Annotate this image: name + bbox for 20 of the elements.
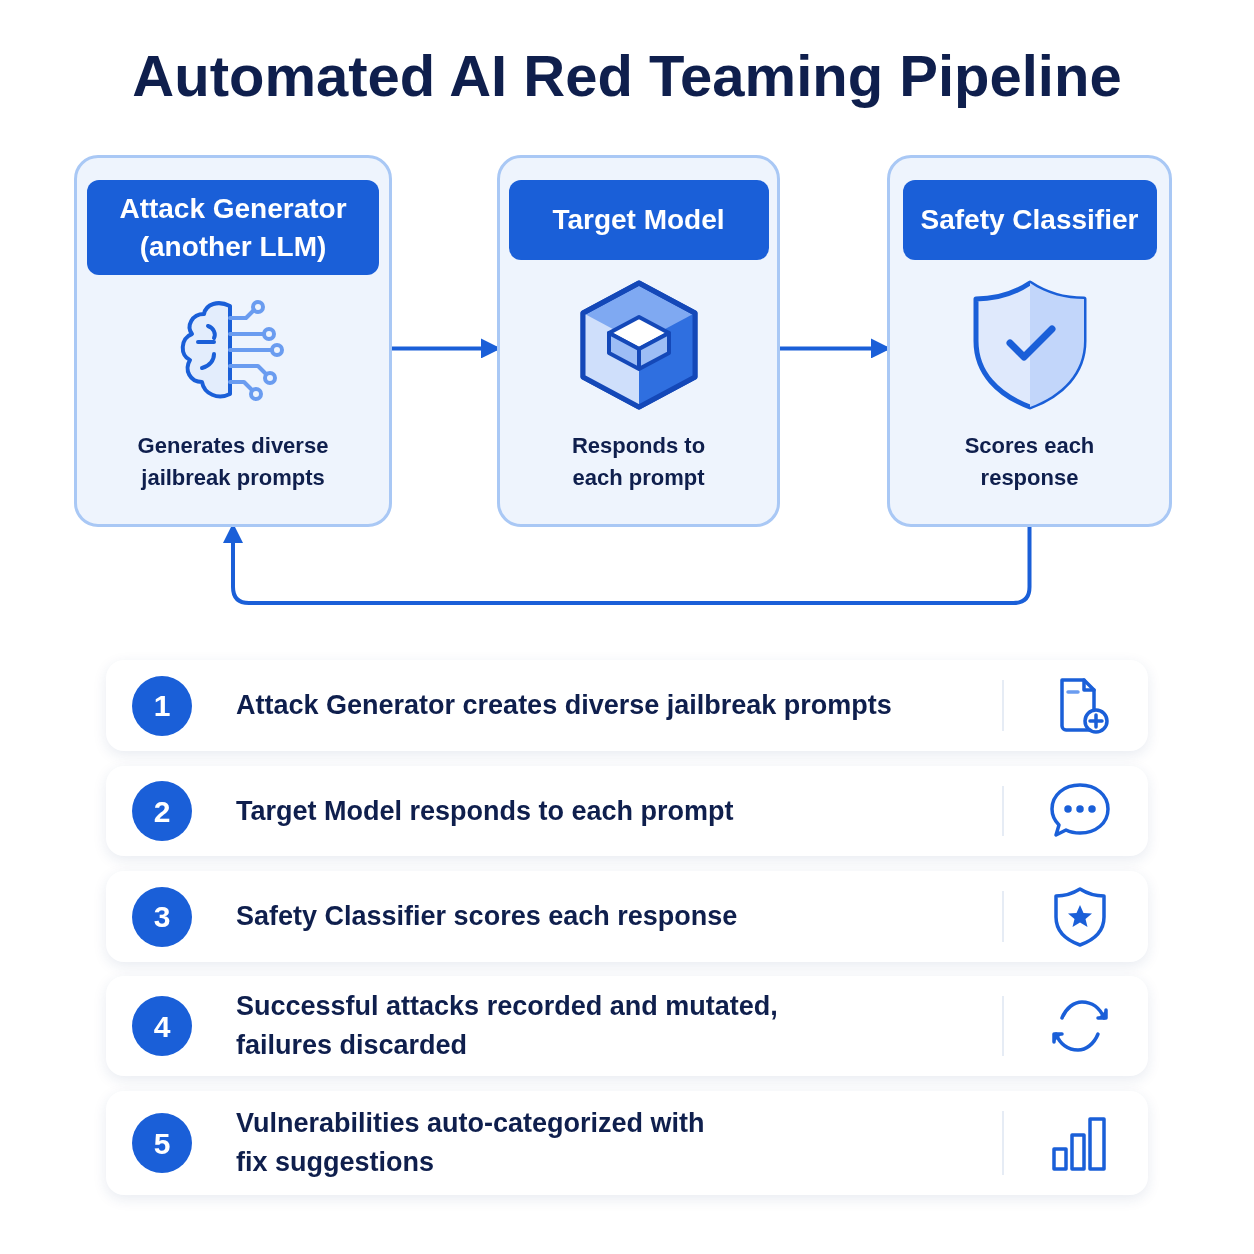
process-card [74, 155, 392, 527]
card-description: Generates diverse jailbreak prompts [136, 432, 330, 492]
card-header: Safety Classifier [902, 180, 1157, 260]
card-description: Responds to each prompt [570, 432, 707, 492]
diagram-title: Automated AI Red Teaming Pipeline [131, 42, 1123, 110]
card-header: Attack Generator (another LLM) [87, 180, 379, 275]
step-description: Successful attacks recorded and mutated, failures discarded [236, 990, 779, 1062]
process-card [887, 155, 1172, 527]
step-description: Target Model responds to each prompt [236, 794, 735, 828]
step-description: Vulnerabilities auto-categorized with fix suggestions [236, 1107, 706, 1179]
step-row [106, 660, 1148, 751]
step-row [106, 1091, 1148, 1195]
step-row [106, 766, 1148, 856]
step-row [106, 871, 1148, 962]
step-row [106, 976, 1148, 1076]
step-description: Attack Generator creates diverse jailbreak prompts [236, 689, 893, 722]
card-header: Target Model [508, 180, 769, 260]
card-description: Scores each response [963, 432, 1096, 492]
step-description: Safety Classifier scores each response [236, 900, 739, 933]
process-card [497, 155, 780, 527]
